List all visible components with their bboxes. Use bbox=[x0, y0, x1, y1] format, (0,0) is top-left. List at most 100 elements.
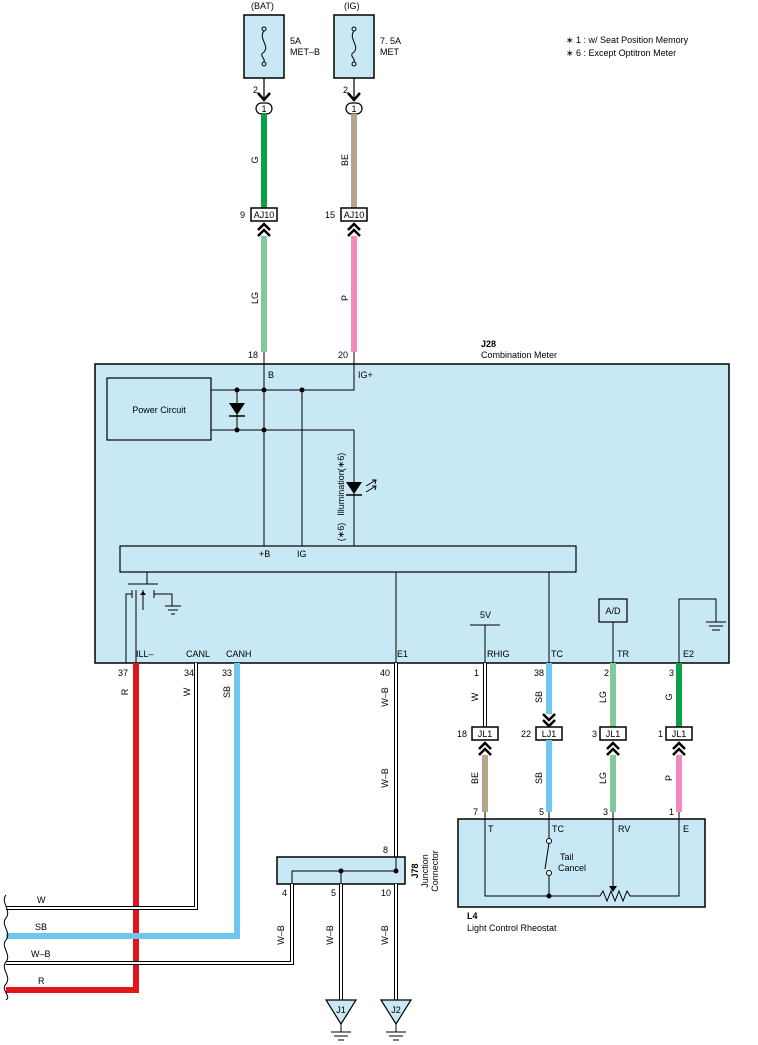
tail-label: Tail bbox=[560, 852, 574, 862]
junction-pin-5: 5 bbox=[331, 888, 336, 898]
left-wire-wb-label: W–B bbox=[31, 949, 51, 959]
pin-canh-label: CANH bbox=[226, 649, 252, 659]
junction-line1: Junction bbox=[420, 854, 430, 888]
pin-2: 2 bbox=[604, 668, 609, 678]
aj10-15-pin: 15 bbox=[325, 210, 335, 220]
wire-r-ill bbox=[6, 663, 139, 993]
wire-wb-4-label: W–B bbox=[276, 925, 286, 945]
meter-name: Combination Meter bbox=[481, 350, 557, 360]
pin-38: 38 bbox=[534, 668, 544, 678]
ground-j1-icon bbox=[324, 999, 358, 1041]
power-circuit-box bbox=[106, 377, 212, 441]
fuse-ig-pin: 2 bbox=[343, 85, 348, 95]
wire-wb-10-label: W–B bbox=[380, 925, 390, 945]
pin-canl-label: CANL bbox=[186, 649, 210, 659]
fuse-ig-icon bbox=[351, 26, 357, 67]
wire-p-e-label: P bbox=[664, 775, 674, 781]
ground-j2-label: J2 bbox=[391, 1005, 401, 1015]
pin-rhig-label: RHIG bbox=[487, 649, 510, 659]
left-wire-sb-label: SB bbox=[35, 922, 47, 932]
female-arrow-icon bbox=[478, 741, 492, 756]
male-arrow-icon bbox=[542, 713, 556, 728]
rheo-pin-7: 7 bbox=[473, 807, 478, 817]
male-arrow-icon bbox=[347, 92, 361, 102]
cancel-label: Cancel bbox=[558, 863, 586, 873]
jl1-18-label: JL1 bbox=[478, 729, 493, 739]
ad-label: A/D bbox=[605, 606, 621, 616]
jl1-connector-1 bbox=[665, 726, 693, 741]
fuse-bat-icon bbox=[261, 26, 267, 67]
aj10-connector-15 bbox=[340, 207, 368, 222]
switch-icon bbox=[544, 838, 552, 876]
junction-pin-4: 4 bbox=[282, 888, 287, 898]
variable-resistor-icon bbox=[599, 886, 632, 903]
junction-id: J78 bbox=[410, 863, 420, 878]
pin-1: 1 bbox=[474, 668, 479, 678]
left-wire-r-label: R bbox=[38, 976, 45, 986]
junction-line2: Connector bbox=[430, 850, 440, 892]
v5-label: 5V bbox=[480, 610, 491, 620]
rheo-pin-5: 5 bbox=[539, 807, 544, 817]
lj1-22-pin: 22 bbox=[521, 729, 531, 739]
wire-w-canl-label: W bbox=[182, 687, 192, 696]
meter-pin-20: 20 bbox=[338, 350, 348, 360]
ad-converter-box bbox=[598, 598, 628, 623]
wire-sb-tc2-label: SB bbox=[534, 772, 544, 784]
meter-pin-b-label: B bbox=[268, 370, 274, 380]
aj10-15-label: AJ10 bbox=[344, 210, 365, 220]
wire-wb-e1-label: W–B bbox=[380, 687, 390, 707]
wire-w-canl bbox=[6, 663, 198, 910]
fuse-ig-box bbox=[333, 14, 375, 79]
wire-p-ig-label: P bbox=[340, 295, 350, 301]
note-1: ∗ 1 : w/ Seat Position Memory bbox=[566, 35, 689, 45]
jl1-3-label: JL1 bbox=[606, 729, 621, 739]
rheo-pin-rv-label: RV bbox=[618, 824, 630, 834]
pin-33: 33 bbox=[222, 668, 232, 678]
led-icon bbox=[346, 479, 377, 496]
wire-wb-5-label: W–B bbox=[325, 925, 335, 945]
rheo-pin-e-label: E bbox=[683, 824, 689, 834]
meter-bus-block bbox=[119, 545, 577, 573]
fuse-bat-pin: 2 bbox=[253, 85, 258, 95]
rheo-pin-t-label: T bbox=[488, 824, 494, 834]
ground-j1-label: J1 bbox=[336, 1005, 346, 1015]
illumination-label: Illumination bbox=[336, 470, 346, 516]
wire-sb-canh-label: SB bbox=[222, 686, 232, 698]
wire-lg-b-label: LG bbox=[250, 292, 260, 304]
connector-1-bat-label: 1 bbox=[261, 104, 266, 114]
wire-sb-tc-label: SB bbox=[534, 691, 544, 703]
meter-pin-18: 18 bbox=[248, 350, 258, 360]
diode-icon bbox=[229, 403, 245, 417]
note-mark-top: (∗6) bbox=[336, 453, 346, 472]
light-control-rheostat-box bbox=[457, 818, 706, 908]
wire-r-label: R bbox=[120, 688, 130, 695]
aj10-9-pin: 9 bbox=[240, 210, 245, 220]
female-arrow-icon bbox=[606, 741, 620, 756]
wire-lg-tr-label: LG bbox=[598, 691, 608, 703]
rheo-pin-3: 3 bbox=[603, 807, 608, 817]
wire-g-bat-label: G bbox=[250, 156, 260, 163]
jl1-connector-3 bbox=[599, 726, 627, 741]
pin-ill-label: ILL– bbox=[136, 649, 154, 659]
rheostat-name: Light Control Rheostat bbox=[467, 923, 557, 933]
pin-40: 40 bbox=[380, 668, 390, 678]
pin-3: 3 bbox=[669, 668, 674, 678]
rheo-pin-tc-label: TC bbox=[552, 824, 564, 834]
fuse-ig-name: MET bbox=[380, 47, 400, 57]
jl1-1-label: JL1 bbox=[672, 729, 687, 739]
wire-lg-rv-label: LG bbox=[598, 772, 608, 784]
fuse-ig-rating: 7. 5A bbox=[380, 36, 401, 46]
meter-id: J28 bbox=[481, 339, 496, 349]
wire-wb-e1-mid-label: W–B bbox=[380, 768, 390, 788]
rheostat-id: L4 bbox=[467, 911, 478, 921]
jl1-1-pin: 1 bbox=[658, 729, 663, 739]
junction-pin-8: 8 bbox=[383, 845, 388, 855]
wire-be-ig-label: BE bbox=[340, 154, 350, 166]
aj10-9-label: AJ10 bbox=[254, 210, 275, 220]
jl1-connector-18 bbox=[471, 726, 499, 741]
wire-g-e2-label: G bbox=[664, 693, 674, 700]
female-arrow-icon bbox=[672, 741, 686, 756]
note-mark-bottom: (∗6) bbox=[336, 523, 346, 542]
fuse-bat-box bbox=[243, 14, 285, 79]
